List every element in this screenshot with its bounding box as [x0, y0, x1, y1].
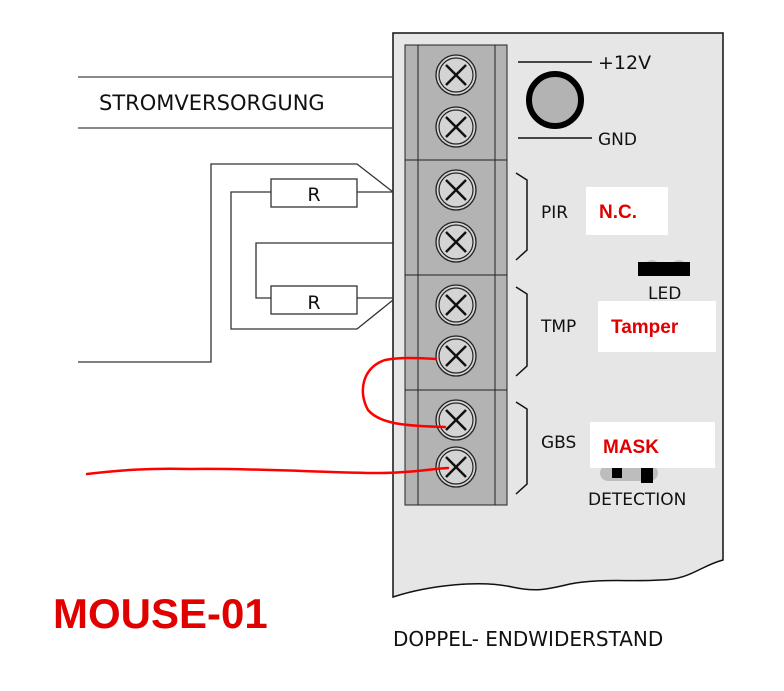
tmp-label: TMP — [540, 317, 576, 337]
caption: DOPPEL- ENDWIDERSTAND — [393, 627, 663, 651]
plus-12v-label: +12V — [598, 52, 651, 74]
gbs-note: MASK — [603, 437, 659, 458]
gnd-label: GND — [598, 130, 637, 150]
screw-icon — [435, 221, 477, 263]
resistor-2-label: R — [307, 292, 320, 314]
screw-icon — [435, 335, 477, 377]
led-label: LED — [648, 284, 681, 304]
power-supply-label: STROMVERSORGUNG — [99, 91, 325, 115]
pir-note-box — [586, 187, 668, 235]
detection-jumper-icon — [600, 465, 658, 483]
screw-icon — [435, 106, 477, 148]
gbs-label: GBS — [541, 433, 576, 453]
tmp-note: Tamper — [611, 317, 679, 338]
resistor-2 — [270, 285, 358, 315]
resistor-1-label: R — [307, 184, 320, 206]
pir-note: N.C. — [599, 202, 637, 223]
red-mask-wire — [85, 466, 450, 476]
pir-bracket — [515, 172, 528, 261]
tmp-bracket — [515, 286, 528, 377]
screw-icon — [435, 169, 477, 211]
led-jumper-icon — [638, 260, 690, 276]
gbs-note-box — [590, 422, 715, 468]
screw-icon — [435, 284, 477, 326]
resistor-wiring — [78, 163, 394, 363]
screw-icon — [435, 54, 477, 96]
tmp-note-box — [598, 301, 716, 352]
screw-icon — [435, 446, 477, 488]
gbs-bracket — [515, 401, 528, 495]
resistor-1 — [270, 178, 358, 208]
pir-label: PIR — [541, 203, 568, 223]
red-jumper-wire — [361, 356, 447, 429]
detection-label: DETECTION — [588, 490, 686, 510]
screw-icon — [435, 399, 477, 441]
power-led-icon — [518, 61, 592, 139]
model-title: MOUSE-01 — [53, 590, 268, 637]
